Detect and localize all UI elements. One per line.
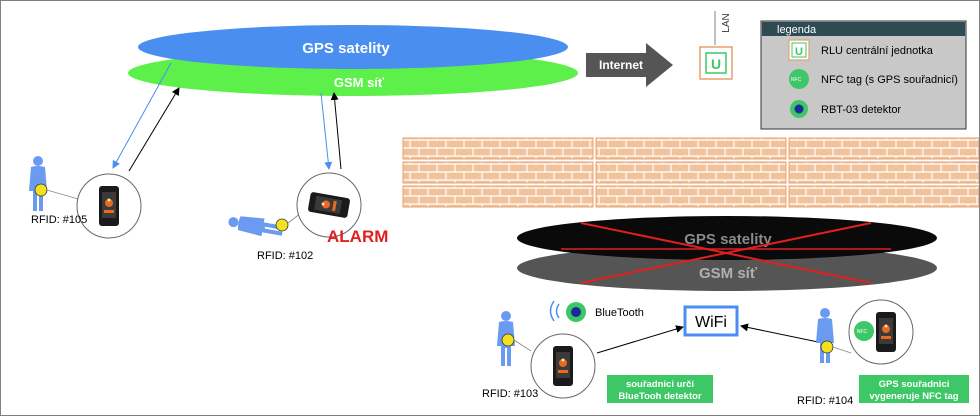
- gsm-network-label: GSM síť: [334, 75, 385, 90]
- cross-line-2: [580, 222, 872, 284]
- rfid-tag-104: [820, 340, 834, 354]
- rfid-105-label: RFID: #105: [31, 214, 87, 226]
- gsm-uplink-arrow-102: [330, 92, 342, 170]
- legend: legenda U RLU centrální jednotka NFC NFC…: [760, 20, 967, 130]
- gsm-network-blocked-label: GSM síť: [699, 265, 758, 282]
- bt-wave-2: [555, 303, 560, 319]
- gsm-uplink-arrow-105: [128, 87, 180, 172]
- bluetooth-label: BlueTooth: [595, 307, 644, 319]
- gps-satellites-blocked-label: GPS satelity: [684, 231, 772, 248]
- nfc-tag-glyph: NFC: [857, 329, 868, 335]
- rfid-102-label: RFID: #102: [257, 250, 313, 262]
- rfid-tag-102: [275, 218, 289, 232]
- rfid-104-label: RFID: #104: [797, 395, 853, 407]
- legend-nfc-icon: [789, 69, 809, 89]
- note-nfc-line2: vygeneruje NFC tag: [869, 391, 958, 402]
- legend-rbt-dot: [794, 104, 804, 114]
- bt-wave-1: [549, 300, 555, 322]
- legend-item-rlu: RLU centrální jednotka: [821, 45, 934, 57]
- lan-label: LAN: [721, 13, 732, 32]
- rlu-unit-inner: [705, 52, 727, 74]
- rfid-103-label: RFID: #103: [482, 388, 538, 400]
- person-105: RFID: #105: [29, 156, 142, 239]
- person-103: RFID: #103: [482, 311, 596, 400]
- note-bluetooth-line2: BlueTooh detektor: [618, 391, 702, 402]
- brick-wall: [402, 137, 980, 208]
- nfc-tag-icon: [854, 321, 874, 341]
- legend-item-rbt: RBT-03 detektor: [821, 104, 901, 116]
- legend-nfc-glyph: NFC: [791, 77, 802, 83]
- wifi-arrow-from-104: [740, 323, 824, 344]
- bluetooth-detector: BlueTooth: [549, 300, 644, 322]
- gps-downlink-arrow-105: [112, 62, 172, 169]
- alarm-label: ALARM: [327, 227, 388, 246]
- internet-arrow: [586, 43, 673, 87]
- rbt-detector-dot: [571, 307, 581, 317]
- person-104: NFC RFID: #104: [797, 299, 914, 407]
- gps-satellites-label: GPS satelity: [302, 40, 390, 57]
- gps-satellites-ellipse: [138, 25, 568, 69]
- legend-item-nfc: NFC tag (s GPS souřadnicí): [821, 74, 958, 86]
- note-nfc-line1: GPS souřadnici: [879, 379, 950, 390]
- wifi-label: WiFi: [695, 314, 727, 331]
- legend-title: legenda: [777, 24, 817, 36]
- note-bluetooth-detector: [607, 375, 713, 403]
- note-bluetooth-line1: souřadnici určí: [626, 379, 694, 390]
- internet-label: Internet: [599, 58, 643, 72]
- gps-downlink-arrow-102: [320, 92, 333, 170]
- rfid-tag-105: [34, 183, 48, 197]
- legend-rlu-inner: [791, 42, 807, 58]
- legend-rlu-glyph: U: [795, 46, 803, 58]
- note-nfc-tag: [859, 375, 969, 403]
- wifi-arrow-from-103: [596, 325, 684, 354]
- wifi-box: [683, 305, 739, 337]
- person-102: RFID: #102 ALARM: [226, 172, 388, 262]
- legend-header: [762, 22, 965, 36]
- rlu-unit-glyph: U: [711, 56, 721, 72]
- rfid-tag-103: [501, 333, 515, 347]
